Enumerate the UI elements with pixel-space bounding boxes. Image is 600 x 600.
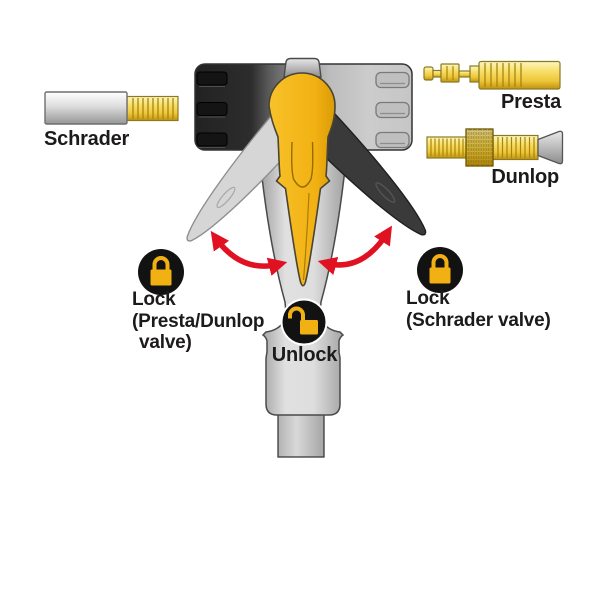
lock-left-label-line3: valve) (139, 332, 192, 353)
presta-valve-rod (432, 69, 442, 78)
pump-lock-lever (268, 72, 336, 287)
lock-right-icon (417, 247, 463, 293)
presta-valve-rod2 (458, 70, 471, 78)
presta-valve-tip (423, 66, 434, 81)
lever-position-left-ghost (186, 108, 307, 242)
pump-hose-tube (277, 413, 325, 458)
dunlop-label: Dunlop (491, 166, 559, 188)
dunlop-valve-illustration (426, 128, 564, 167)
lever-inner-edge (302, 192, 310, 281)
schrader-thread-lines (132, 98, 174, 119)
presta-valve-collar (469, 65, 480, 83)
dunlop-thread-lines-right (497, 137, 535, 158)
dunlop-knurl-texture (466, 129, 493, 166)
pump-head (186, 57, 427, 458)
lock-right-label-line2: (Schrader valve) (406, 309, 551, 331)
unlock-icon (280, 298, 328, 346)
lock-left-icon (138, 249, 184, 295)
lock-right-label: Lock (Schrader valve) (406, 288, 551, 331)
barrel-left-ridges (196, 71, 228, 148)
presta-valve-nut (440, 63, 460, 83)
lock-right-label-line1: Lock (406, 288, 450, 309)
lock-left-label: Lock (Presta/Dunlop valve) (132, 289, 265, 354)
presta-valve-barrel (478, 60, 561, 90)
lock-left-label-line1: Lock (132, 289, 176, 310)
lever-rotation-arrows (210, 225, 393, 276)
lock-left-label-line2: (Presta/Dunlop (132, 310, 265, 332)
unlock-label: Unlock (271, 344, 338, 366)
rotate-arrow-left-icon (210, 230, 288, 276)
presta-valve-illustration (423, 60, 561, 90)
presta-nut-lines (446, 66, 454, 80)
schrader-valve-illustration (44, 91, 179, 125)
dunlop-thread-lines-left (430, 138, 464, 157)
barrel-right-ridges (375, 71, 410, 149)
schrader-label: Schrader (44, 128, 130, 150)
lever-position-right-ghost (300, 106, 427, 236)
lever-inner-channel (291, 141, 314, 188)
rotate-arrow-right-icon (317, 225, 393, 275)
schrader-valve-body (44, 91, 128, 125)
dunlop-rubber-cap (537, 130, 564, 165)
presta-label: Presta (501, 91, 561, 113)
pump-head-top-cap (283, 57, 322, 78)
presta-ridge-lines (484, 63, 522, 87)
